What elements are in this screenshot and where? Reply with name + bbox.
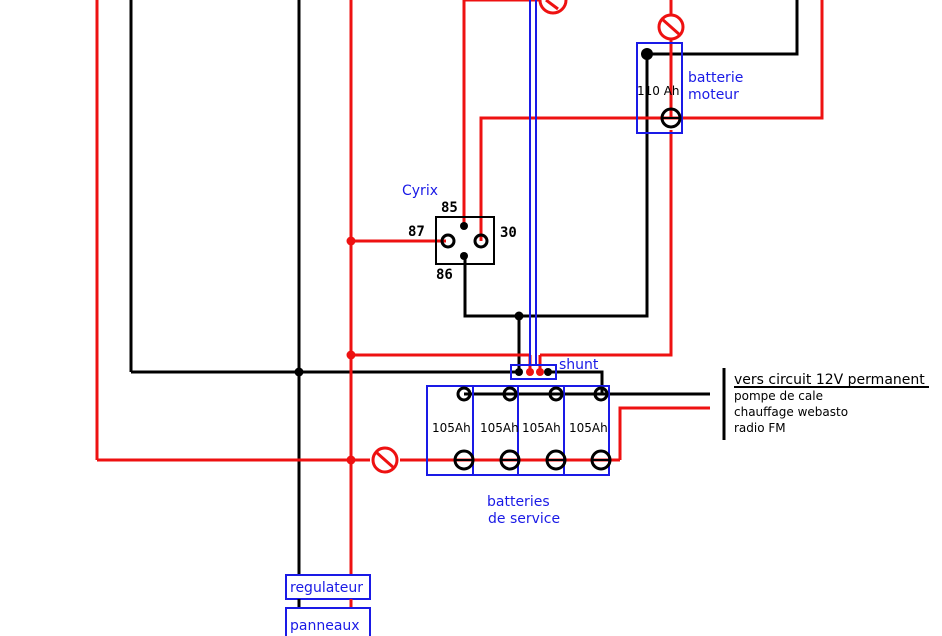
shunt-label: shunt — [559, 357, 599, 373]
service-batteries-label-1: batteries — [487, 494, 550, 510]
engine-battery-capacity: 110 Ah — [637, 84, 680, 98]
negative-wires — [129, 0, 799, 614]
fuse-icon — [657, 13, 685, 41]
pin-30-label: 30 — [500, 225, 517, 241]
service-batteries: 105Ah 105Ah 105Ah 105Ah batteries de ser… — [426, 385, 612, 527]
junction-dots — [294, 236, 524, 465]
regulator: regulateur — [285, 574, 371, 600]
junction-dot — [514, 311, 524, 321]
battery-cell: 105Ah — [432, 386, 475, 471]
terminal-86 — [460, 252, 468, 260]
permanent-circuit-note: vers circuit 12V permanent pompe de cale… — [734, 372, 929, 435]
service-batteries-label-2: de service — [488, 511, 560, 527]
engine-battery-label-1: batterie — [688, 70, 743, 86]
terminal-85 — [460, 222, 468, 230]
panels-label: panneaux — [290, 618, 360, 634]
cell-capacity: 105Ah — [522, 421, 561, 435]
battery-cell: 105Ah — [480, 386, 521, 471]
permanent-circuit-title: vers circuit 12V permanent — [734, 372, 925, 388]
cell-capacity: 105Ah — [432, 421, 471, 435]
shunt-signal-wire — [529, 0, 537, 365]
relay-name: Cyrix — [402, 183, 438, 199]
junction-dot — [346, 236, 356, 246]
permanent-circuit-item: radio FM — [734, 421, 786, 435]
junction-dot — [294, 367, 304, 377]
permanent-circuit-item: chauffage webasto — [734, 405, 848, 419]
solar-panels: panneaux — [285, 607, 371, 636]
regulator-label: regulateur — [290, 580, 363, 596]
battery-cell: 105Ah — [569, 386, 612, 471]
pin-86-label: 86 — [436, 267, 453, 283]
fuse-icon — [371, 446, 399, 474]
pin-87-label: 87 — [408, 224, 425, 240]
terminal-30 — [473, 233, 489, 249]
engine-battery-label-2: moteur — [688, 87, 739, 103]
cell-capacity: 105Ah — [480, 421, 519, 435]
terminal-87 — [440, 233, 456, 249]
pin-85-label: 85 — [441, 200, 458, 216]
cyrix-relay: Cyrix 85 87 30 86 — [402, 183, 517, 283]
battery-cell: 105Ah — [522, 386, 567, 471]
permanent-circuit-item: pompe de cale — [734, 389, 823, 403]
shunt: shunt — [510, 357, 599, 380]
fuse-icon — [538, 0, 568, 15]
junction-dot — [346, 350, 356, 360]
junction-dot — [346, 455, 356, 465]
cell-capacity: 105Ah — [569, 421, 608, 435]
engine-battery: 110 Ah batterie moteur — [636, 42, 743, 134]
negative-terminal — [641, 48, 653, 60]
